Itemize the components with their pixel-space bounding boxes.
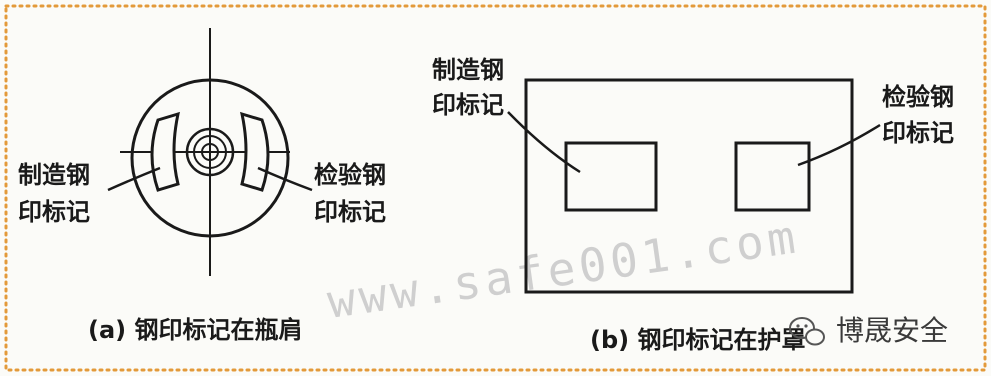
- valve-ring-middle: [193, 135, 227, 169]
- left-leader-line: [107, 166, 161, 192]
- panel-b-right-leader-line: [797, 123, 881, 167]
- inspection-stamp-mark: [240, 111, 270, 192]
- valve-ring-outer: [185, 127, 235, 177]
- manufacture-stamp-box: [564, 141, 658, 212]
- panel-a-right-label-line1: 检验钢: [314, 161, 386, 189]
- panel-b-cap-diagram: [507, 78, 881, 294]
- panel-b-caption: (b) 钢印标记在护罩: [590, 326, 805, 354]
- valve-ring-inner: [201, 143, 219, 161]
- panel-b-left-leader-line: [507, 111, 581, 174]
- panel-a-caption: (a) 钢印标记在瓶肩: [88, 316, 303, 344]
- panel-b-right-label-line2: 印标记: [882, 119, 954, 147]
- panel-b-left-label-line1: 制造钢: [432, 56, 504, 84]
- panel-a-right-label-line2: 印标记: [314, 198, 386, 226]
- panel-b-left-label-line2: 印标记: [432, 91, 504, 119]
- panel-a-left-label-line2: 印标记: [18, 198, 90, 226]
- watermark-text: www.safe001.com: [324, 209, 802, 329]
- brand-name: 博晟安全: [836, 314, 948, 347]
- dotted-border: [4, 4, 987, 372]
- wechat-icon: [789, 317, 825, 346]
- panel-b-right-label-line1: 检验钢: [882, 83, 954, 111]
- cap-outline: [524, 78, 854, 294]
- panel-a-left-label-line1: 制造钢: [18, 161, 90, 189]
- manufacture-stamp-mark: [150, 111, 180, 192]
- panel-a-shoulder-diagram: [107, 28, 313, 276]
- inspection-stamp-box: [734, 141, 811, 212]
- right-leader-line: [257, 166, 313, 192]
